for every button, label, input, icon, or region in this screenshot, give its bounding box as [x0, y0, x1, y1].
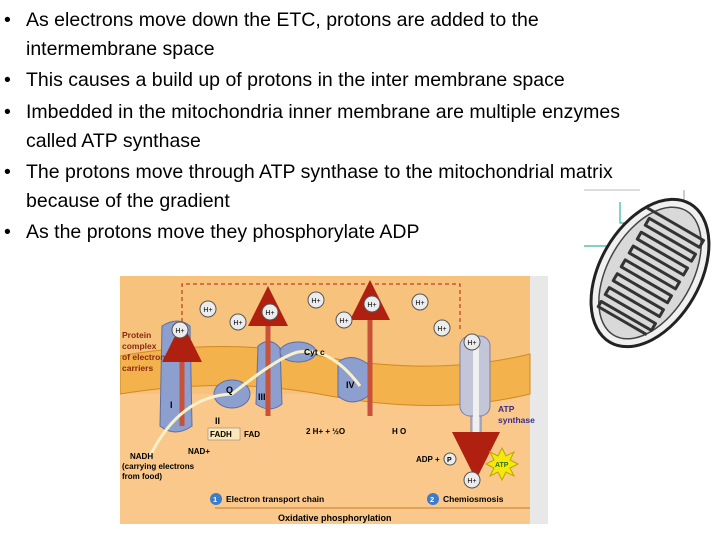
complex-one-label: I: [170, 400, 173, 410]
legend-label-1: Electron transport chain: [226, 494, 324, 504]
atp-burst: [484, 446, 520, 482]
adp-label: ADP +: [416, 455, 440, 464]
svg-text:H+: H+: [415, 300, 424, 307]
svg-text:H+: H+: [467, 478, 476, 485]
legend-number-1: 1: [213, 495, 217, 504]
atp-synthase-label: ATP synthase: [498, 404, 535, 425]
pi-circle: [443, 452, 457, 466]
svg-text:H+: H+: [311, 298, 320, 305]
proton-flow-arrow: [181, 283, 461, 336]
bullet-dot: •: [4, 221, 11, 243]
bullet-list: • As electrons move down the ETC, proton…: [2, 4, 717, 248]
fadh-box: [207, 427, 241, 441]
legend-marker-2: [427, 493, 439, 505]
q-label: Q: [226, 385, 233, 395]
diagram-margin: [530, 276, 548, 524]
water-reaction-label: 2 H+ + ½O: [306, 427, 345, 436]
bullet-text: As the protons move they phosphorylate A…: [26, 221, 420, 243]
bullet-item: • As electrons move down the ETC, proton…: [2, 4, 717, 64]
nadh-label: NADH: [130, 452, 153, 461]
bullet-dot: •: [4, 9, 11, 31]
bullet-item: • As the protons move they phosphorylate…: [2, 216, 717, 248]
bullet-text-cont: because of the gradient: [26, 190, 230, 212]
complex-one: [159, 320, 193, 433]
mitochondrion-shape: [589, 197, 711, 349]
complex-four-label: IV: [346, 380, 355, 390]
complex-three-label: III: [258, 392, 266, 402]
protein-complex-label: Protein complex of electron carriers: [122, 330, 168, 373]
bullet-dot: •: [4, 101, 11, 123]
bullet-dot: •: [4, 69, 11, 91]
svg-text:H+: H+: [467, 340, 476, 347]
electron-path: [148, 349, 362, 457]
atp-label: ATP: [495, 462, 509, 469]
water-product-label: H O: [392, 427, 406, 436]
bullet-item: • The protons move through ATP synthase …: [2, 156, 717, 216]
fadh-label: FADH: [210, 430, 232, 439]
legend-number-2: 2: [430, 495, 434, 504]
legend-label-2: Chemiosmosis: [443, 494, 504, 504]
svg-text:H+: H+: [265, 310, 274, 317]
bullet-dot: •: [4, 161, 11, 183]
svg-text:H+: H+: [175, 328, 184, 335]
carrying-electrons-label: (carrying electrons from food): [122, 462, 196, 481]
svg-text:H+: H+: [437, 326, 446, 333]
bullet-text: This causes a build up of protons in the…: [26, 69, 565, 91]
cyt-c-label: Cyt c: [304, 347, 325, 357]
bullet-text: Imbedded in the mitochondria inner membr…: [26, 101, 620, 123]
bullet-item: • Imbedded in the mitochondria inner mem…: [2, 96, 717, 156]
svg-text:H+: H+: [233, 320, 242, 327]
bullet-item: • This causes a build up of protons in t…: [2, 64, 717, 96]
legend-marker-1: [210, 493, 222, 505]
pi-label: P: [447, 457, 452, 464]
svg-text:H+: H+: [367, 302, 376, 309]
bullet-text-cont: called ATP synthase: [26, 130, 201, 152]
footer-label: Oxidative phosphorylation: [278, 513, 392, 523]
svg-text:H+: H+: [203, 307, 212, 314]
bullet-text: The protons move through ATP synthase to…: [26, 161, 613, 183]
nad-plus-label: NAD+: [188, 447, 210, 456]
svg-text:H+: H+: [339, 318, 348, 325]
etc-diagram: H+ H+ H+ H+ H+ H+ H+ H+ H+ H+ H+ Protein…: [120, 276, 548, 524]
proton-group: H+ H+ H+ H+ H+ H+ H+ H+ H+ H+ H+: [171, 291, 481, 489]
fad-label: FAD: [244, 430, 260, 439]
complex-two-label: II: [215, 416, 220, 426]
bullet-text: As electrons move down the ETC, protons …: [26, 9, 539, 31]
bullet-text-cont: intermembrane space: [26, 38, 215, 60]
mitochondrion-illustration: [584, 189, 711, 349]
